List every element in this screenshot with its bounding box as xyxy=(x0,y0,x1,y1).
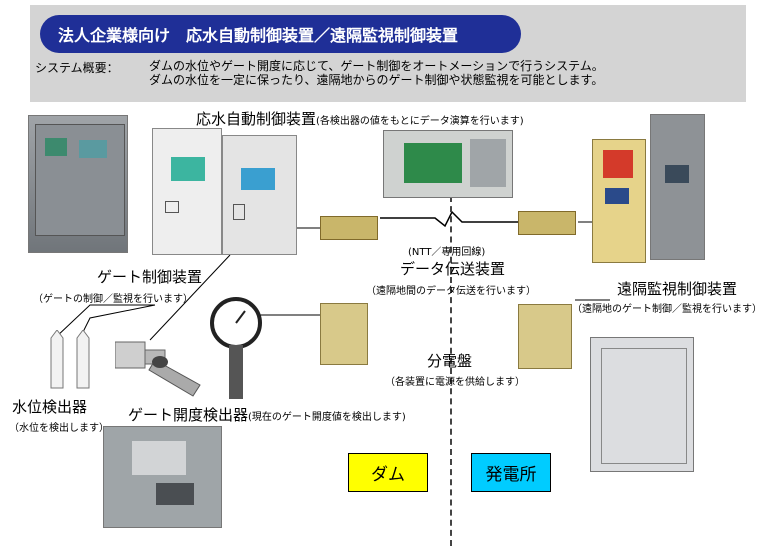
distribution-panel-name: 分電盤 xyxy=(427,352,473,370)
power-plant-area-badge: 発電所 xyxy=(471,453,551,492)
handle-icon-2 xyxy=(233,204,245,220)
overview-line-2: ダムの水位を一定に保ったり、遠隔地からのゲート制御や状態監視を可能とします。 xyxy=(149,73,604,87)
overview-text: ダムの水位やゲート開度に応じて、ゲート制御をオートメーションで行うシステム。 ダ… xyxy=(149,59,604,87)
remote-control-desc: （遠隔地のゲート制御／監視を行います） xyxy=(572,304,762,315)
auto-control-label: 応水自動制御装置(各検出器の値をもとにデータ演算を行います) xyxy=(196,108,524,129)
dam-area-badge: ダム xyxy=(348,453,428,492)
cabinet-display-icon xyxy=(171,157,205,181)
auto-control-desc: (各検出器の値をもとにデータ演算を行います) xyxy=(316,116,524,127)
overview-label: システム概要： xyxy=(35,61,119,75)
photo-wheel-icon xyxy=(156,483,194,505)
page-title: 法人企業様向け 応水自動制御装置／遠隔監視制御装置 xyxy=(40,15,521,53)
line-communication xyxy=(380,210,518,228)
data-transfer-modem-left xyxy=(320,216,378,240)
photo-screen-icon xyxy=(45,138,67,156)
circuit-board-icon xyxy=(404,143,462,183)
water-level-sensor-icon xyxy=(50,330,90,389)
power-unit-icon xyxy=(470,139,506,187)
remote-photo-screen-icon xyxy=(665,165,689,183)
handle-icon xyxy=(165,201,179,213)
gate-opening-desc: (現在のゲート開度値を検出します) xyxy=(248,412,406,423)
data-transfer-desc: （遠隔地間のデータ伝送を行います） xyxy=(366,286,536,297)
gate-opening-photo xyxy=(103,426,222,528)
auto-control-name: 応水自動制御装置 xyxy=(196,110,317,128)
auto-control-cabinet-1 xyxy=(152,128,222,255)
cabinet-display-icon-2 xyxy=(241,168,275,190)
gate-opening-name: ゲート開度検出器 xyxy=(128,406,249,424)
gate-control-name: ゲート制御装置 xyxy=(97,268,203,286)
distribution-panel-plant xyxy=(518,304,572,369)
site-divider xyxy=(450,196,452,546)
overview-line-1: ダムの水位やゲート開度に応じて、ゲート制御をオートメーションで行うシステム。 xyxy=(149,59,604,73)
gate-control-photo xyxy=(28,115,128,253)
gate-opening-sensor-icon xyxy=(115,341,201,397)
data-transfer-name: データ伝送装置 xyxy=(400,260,506,278)
dial-gauge-icon xyxy=(210,297,262,399)
data-transfer-photo xyxy=(383,130,513,198)
water-level-name: 水位検出器 xyxy=(12,398,88,416)
ntt-line-label: (NTT／専用回線) xyxy=(408,247,486,258)
panel-door xyxy=(601,348,687,464)
data-transfer-modem-right xyxy=(518,211,576,235)
photo-screen-icon-2 xyxy=(79,140,107,158)
distribution-panel-photo xyxy=(590,337,694,472)
auto-control-cabinet-2 xyxy=(222,135,297,255)
remote-control-name: 遠隔監視制御装置 xyxy=(617,280,738,298)
water-level-desc: （水位を検出します） xyxy=(9,423,109,434)
line-sensor-1 xyxy=(54,304,155,339)
photo-sensor-box-icon xyxy=(132,441,186,475)
distribution-panel-dam xyxy=(320,303,368,365)
remote-display-icon xyxy=(605,188,629,204)
remote-control-cabinet xyxy=(592,139,646,263)
gate-opening-label: ゲート開度検出器(現在のゲート開度値を検出します) xyxy=(128,404,406,425)
distribution-panel-desc: （各装置に電源を供給します） xyxy=(385,377,525,388)
indicator-panel-icon xyxy=(603,150,633,178)
gate-control-desc: （ゲートの制御／監視を行います） xyxy=(33,294,193,305)
remote-control-photo xyxy=(650,114,705,260)
line-gate-sensor xyxy=(149,254,231,341)
